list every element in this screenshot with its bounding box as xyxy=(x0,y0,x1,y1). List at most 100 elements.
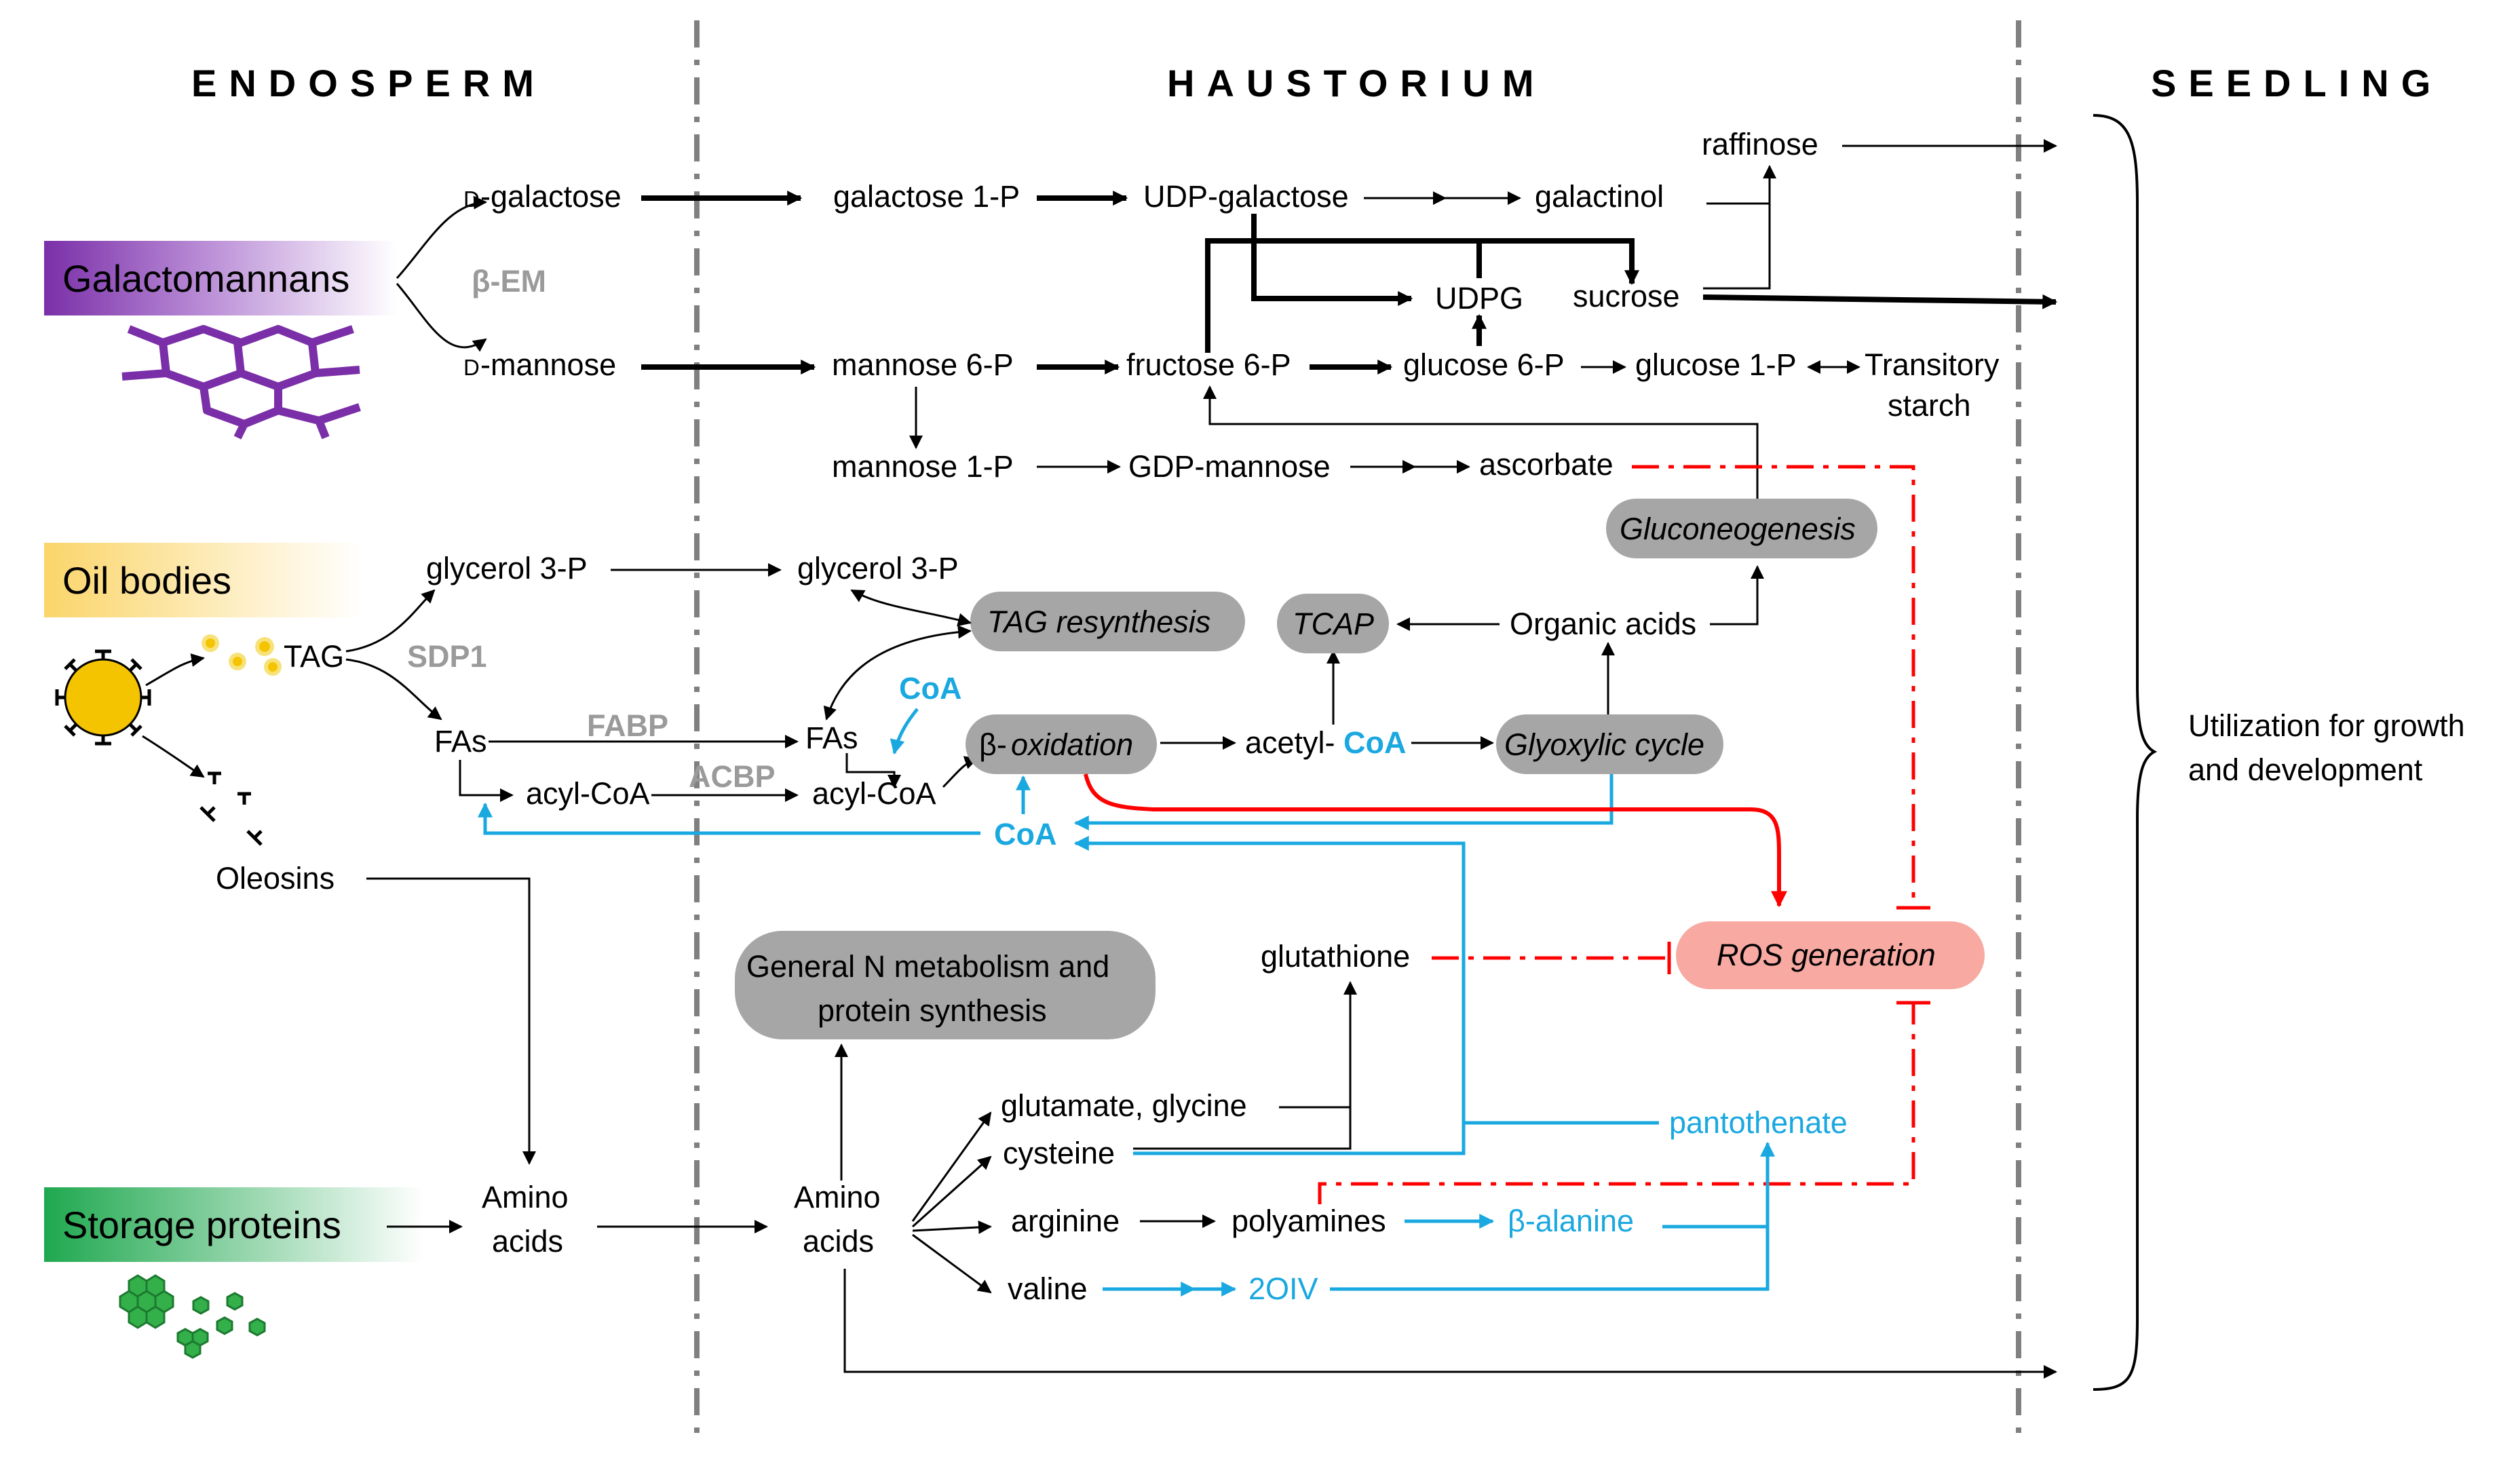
d-galactose: -galactose xyxy=(480,179,622,214)
arrow-galacto-to-galactose xyxy=(396,195,487,280)
valine: valine xyxy=(1008,1271,1088,1306)
arrow-2oiv-to-pantothenate xyxy=(1330,1221,1770,1291)
storage-proteins-label: Storage proteins xyxy=(62,1204,341,1246)
arrow-cysteine-to-coa xyxy=(1073,836,1466,1155)
inhibit-ascorbate-ros xyxy=(1632,465,1915,908)
beta-em-enzyme: β-EM xyxy=(472,264,546,299)
d-mannose-small-d: D xyxy=(463,355,480,380)
arrow-fructose-to-sucrose xyxy=(1205,238,1639,353)
transitory-starch-1: Transitory xyxy=(1865,347,2000,382)
arrow-fas-h-to-acylcoa xyxy=(845,753,901,788)
amino-acids-haustorium-1: Amino xyxy=(794,1180,881,1214)
polyamines: polyamines xyxy=(1232,1204,1386,1238)
udpg: UDPG xyxy=(1435,281,1523,315)
udp-galactose: UDP-galactose xyxy=(1143,179,1349,214)
mannose-1p: mannose 1-P xyxy=(832,449,1014,484)
arrow-glyoxylic-to-coa xyxy=(1073,774,1614,830)
beta-oxidation: oxidation xyxy=(1011,727,1133,762)
glyoxylic-cycle: Glyoxylic cycle xyxy=(1504,727,1704,762)
beta-alanine: β-alanine xyxy=(1508,1204,1634,1238)
acetyl: acetyl- xyxy=(1245,725,1335,760)
galactomannan-structure-icon xyxy=(121,325,361,440)
arrow-galactinol-to-raffinose xyxy=(1706,165,1776,205)
glutamate-glycine: glutamate, glycine xyxy=(1001,1088,1247,1123)
coa-top: CoA xyxy=(899,671,961,706)
galactomannans-box xyxy=(44,241,397,315)
gluconeogenesis: Gluconeogenesis xyxy=(1620,512,1856,546)
arrow-coa-to-fas-endosperm xyxy=(478,802,980,835)
beta-oxidation-prefix: β- xyxy=(979,727,1007,762)
arrow-galacto-to-mannose xyxy=(396,283,487,352)
raffinose: raffinose xyxy=(1702,127,1818,161)
arrow-amino-to-glutamate xyxy=(911,1111,992,1222)
coa-mid: CoA xyxy=(994,817,1056,851)
arrow-sucrose-to-seedling xyxy=(1702,294,2058,309)
galactinol: galactinol xyxy=(1535,179,1664,214)
ascorbate: ascorbate xyxy=(1479,447,1614,482)
amino-acids-endosperm-1: Amino xyxy=(482,1180,569,1214)
header-seedling: SEEDLING xyxy=(2151,62,2443,104)
seedling-brace xyxy=(2093,114,2158,1391)
utilization-line2: and development xyxy=(2188,752,2423,787)
arrow-sucrose-to-raffinose xyxy=(1703,204,1771,290)
arrow-udpgal-to-udpg xyxy=(1251,214,1413,306)
storage-proteins-box xyxy=(44,1187,424,1262)
fabp-enzyme: FABP xyxy=(587,708,668,743)
arrow-organic-acids-to-gluconeogenesis xyxy=(1710,565,1764,626)
arrow-gluconeogenesis-to-fru6p xyxy=(1203,385,1759,499)
gdp-mannose: GDP-mannose xyxy=(1128,449,1331,484)
oleosins: Oleosins xyxy=(216,861,335,896)
fructose-6p: fructose 6-P xyxy=(1126,347,1291,382)
arrow-oleosins-to-amino xyxy=(366,877,536,1165)
arrow-oilbody-to-oleosins xyxy=(142,735,205,778)
arrow-cysteine-to-glutathione xyxy=(1133,1106,1352,1150)
arrow-glycerol-h-tag-resynthesis xyxy=(850,589,972,627)
n-metabolism-line1: General N metabolism and xyxy=(746,949,1109,984)
arrow-oilbody-to-droplets xyxy=(145,653,205,687)
amino-acids-endosperm-2: acids xyxy=(492,1224,563,1259)
sdp1-enzyme: SDP1 xyxy=(407,639,487,674)
sucrose: sucrose xyxy=(1573,279,1680,313)
ros-generation: ROS generation xyxy=(1717,938,1936,972)
fas-haustorium: FAs xyxy=(805,721,858,755)
header-haustorium: HAUSTORIUM xyxy=(1167,62,1546,104)
glucose-1p: glucose 1-P xyxy=(1635,347,1797,382)
glutathione: glutathione xyxy=(1261,939,1410,974)
arrow-tag-to-fas xyxy=(345,658,442,721)
oil-bodies-box xyxy=(44,543,363,617)
glyoxylic-cycle-pill xyxy=(1496,714,1723,774)
storage-protein-icon xyxy=(119,1274,266,1359)
glycerol-3p-endosperm: glycerol 3-P xyxy=(426,551,588,586)
arrow-fas-to-acylcoa xyxy=(459,760,514,802)
arrow-amino-to-valine xyxy=(912,1233,992,1294)
oil-body-icon xyxy=(55,634,282,746)
tag-resynthesis: TAG resynthesis xyxy=(987,605,1210,639)
acyl-coa-endosperm: acyl-CoA xyxy=(526,776,650,811)
n-metabolism-pill xyxy=(735,931,1156,1039)
d-mannose: -mannose xyxy=(480,347,616,382)
header-endosperm: ENDOSPERM xyxy=(191,62,546,104)
acetyl-coa: CoA xyxy=(1343,725,1406,760)
beta-oxidation-pill xyxy=(966,714,1157,774)
tcap-pill xyxy=(1277,594,1389,653)
cysteine: cysteine xyxy=(1003,1136,1115,1170)
arrow-tag-to-glycerol xyxy=(345,589,436,653)
tag: TAG xyxy=(284,639,344,674)
arrow-amino-to-seedling xyxy=(843,1269,2057,1379)
oil-bodies-label: Oil bodies xyxy=(62,559,231,602)
oleosin-fragments-icon xyxy=(199,771,263,846)
organic-acids: Organic acids xyxy=(1510,607,1696,641)
galactose-1p: galactose 1-P xyxy=(833,179,1020,214)
arrow-amino-to-cysteine xyxy=(911,1155,992,1228)
transitory-starch-2: starch xyxy=(1888,388,1971,423)
tag-resynthesis-pill xyxy=(970,592,1245,651)
arrow-coa-to-acylcoa xyxy=(890,708,919,755)
arginine: arginine xyxy=(1011,1204,1120,1238)
n-metabolism-line2: protein synthesis xyxy=(818,993,1047,1028)
tcap: TCAP xyxy=(1293,607,1374,641)
inhibit-polyamines-ros xyxy=(1318,1003,1915,1204)
amino-acids-haustorium-2: acids xyxy=(803,1224,874,1259)
arrow-tag-resynthesis-fas xyxy=(823,625,972,721)
arrow-amino-to-arginine xyxy=(912,1220,992,1234)
galactomannans-label: Galactomannans xyxy=(62,257,349,300)
